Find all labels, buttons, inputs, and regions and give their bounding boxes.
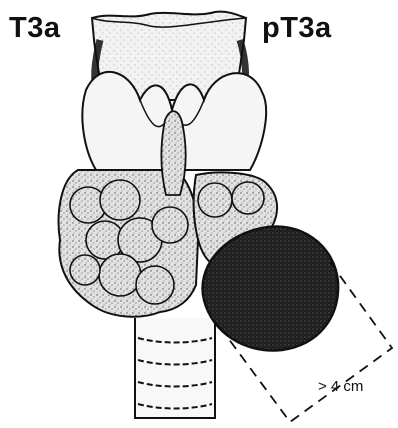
- trachea: [135, 318, 215, 418]
- thyroid-isthmus: [161, 111, 185, 195]
- tumor-mass: [203, 227, 339, 351]
- size-measurement-label: > 4 cm: [318, 378, 363, 395]
